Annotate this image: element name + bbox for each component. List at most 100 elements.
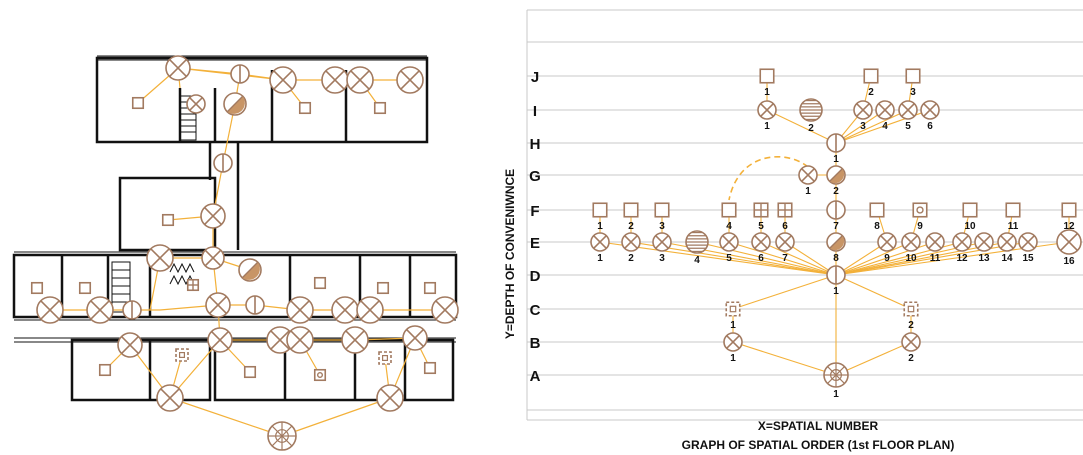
plan-node [243,365,257,379]
graph-node-label-e13: 13 [978,253,990,264]
graph-node-label-f10: 10 [964,221,976,232]
graph-node-e13 [974,232,994,252]
level-label-j: J [531,69,539,86]
graph-node-label-i1: 1 [764,121,770,132]
graph-node-label-g1: 1 [805,186,811,197]
graph-node-label-j1: 1 [764,87,770,98]
plan-node [373,101,387,115]
graph-edge-dashed-G1-F4 [728,156,809,201]
graph-node-e7 [775,232,795,252]
graph-node-e6 [751,232,771,252]
graph-edge-D1-E7 [784,241,837,276]
graph-edge-D1-E4 [696,241,837,276]
graph-node-c1 [725,301,741,317]
graph-node-f5 [753,202,769,218]
plan-node [165,55,191,81]
graph-edge-A1-B1 [732,341,837,376]
graph-node-e16 [1056,229,1082,255]
graph-node-label-e2: 2 [628,253,634,264]
level-label-b: B [530,335,541,352]
graph-node-label-i5: 5 [905,121,911,132]
graph-node-e15 [1018,232,1038,252]
graph-node-g1 [798,165,818,185]
graph-node-b2 [901,332,921,352]
x-axis-title: X=SPATIAL NUMBER [758,419,879,433]
plan-node [186,278,200,292]
graph-node-label-e11: 11 [930,253,941,264]
graph-node-label-b2: 2 [908,353,914,364]
graph-node-label-b1: 1 [730,353,736,364]
plan-node [378,351,392,365]
plan-node [346,66,374,94]
plan-node [205,292,231,318]
graph-edge-D1-E15 [835,241,1029,276]
graph-node-i3 [853,100,873,120]
graph-node-label-e7: 7 [782,253,788,264]
plan-node [201,246,225,270]
plan-node [286,326,314,354]
graph-node-label-e8: 8 [833,253,839,264]
graph-node-label-f6: 6 [782,221,788,232]
plan-node [376,384,404,412]
graph-node-label-d1: 1 [833,286,839,297]
level-label-g: G [529,168,541,185]
graph-node-f12 [1061,202,1077,218]
graph-node-c2 [903,301,919,317]
plan-node [423,361,437,375]
graph-node-f4 [721,202,737,218]
graph-node-e4 [685,230,709,254]
graph-edge-C1-D1 [732,274,837,310]
graph-node-e3 [652,232,672,252]
plan-node [98,363,112,377]
plan-node [36,296,64,324]
graph-node-e12 [952,232,972,252]
plan-node [161,213,175,227]
graph-node-f11 [1005,202,1021,218]
graph-node-d1 [826,265,846,285]
plan-node [396,66,424,94]
graph-node-label-e14: 14 [1001,253,1013,264]
graph-node-label-f4: 4 [726,221,732,232]
graph-node-label-f2: 2 [628,221,634,232]
plan-node [269,66,297,94]
graph-node-label-a1: 1 [833,389,839,400]
level-label-d: D [530,268,541,285]
graph-edge-H1-I4 [835,109,886,144]
graph-gridlines [526,9,1083,421]
graph-node-f10 [962,202,978,218]
graph-node-f1 [592,202,608,218]
plan-node [267,421,297,451]
graph-node-f6 [777,202,793,218]
graph-node-label-c2: 2 [908,320,914,331]
graph-node-f8 [869,202,885,218]
level-label-c: C [530,302,541,319]
graph-node-e11 [925,232,945,252]
graph-edge-H1-I5 [835,109,909,144]
plan-node [213,153,233,173]
plan-node [423,281,437,295]
level-label-f: F [530,203,539,220]
graph-node-label-e15: 15 [1022,253,1034,264]
graph-node-label-f7: 7 [833,221,839,232]
level-label-e: E [530,235,540,252]
plan-node [78,281,92,295]
plan-node [156,384,184,412]
graph-node-label-f11: 11 [1008,221,1019,232]
graph-node-label-e12: 12 [956,253,968,264]
graph-edge-D1-E5 [728,241,837,276]
graph-edge-A1-B2 [835,341,912,376]
plan-node [298,101,312,115]
graph-node-e10 [901,232,921,252]
graph-edge-D1-E6 [760,241,837,276]
graph-edge-H1-I1 [766,109,837,144]
graph-node-label-e4: 4 [694,255,700,266]
plan-node [175,348,189,362]
graph-node-e2 [621,232,641,252]
plan-node [122,300,142,320]
graph-node-j3 [905,68,921,84]
graph-node-h1 [826,133,846,153]
plan-node [146,244,174,272]
graph-node-label-i4: 4 [882,121,888,132]
